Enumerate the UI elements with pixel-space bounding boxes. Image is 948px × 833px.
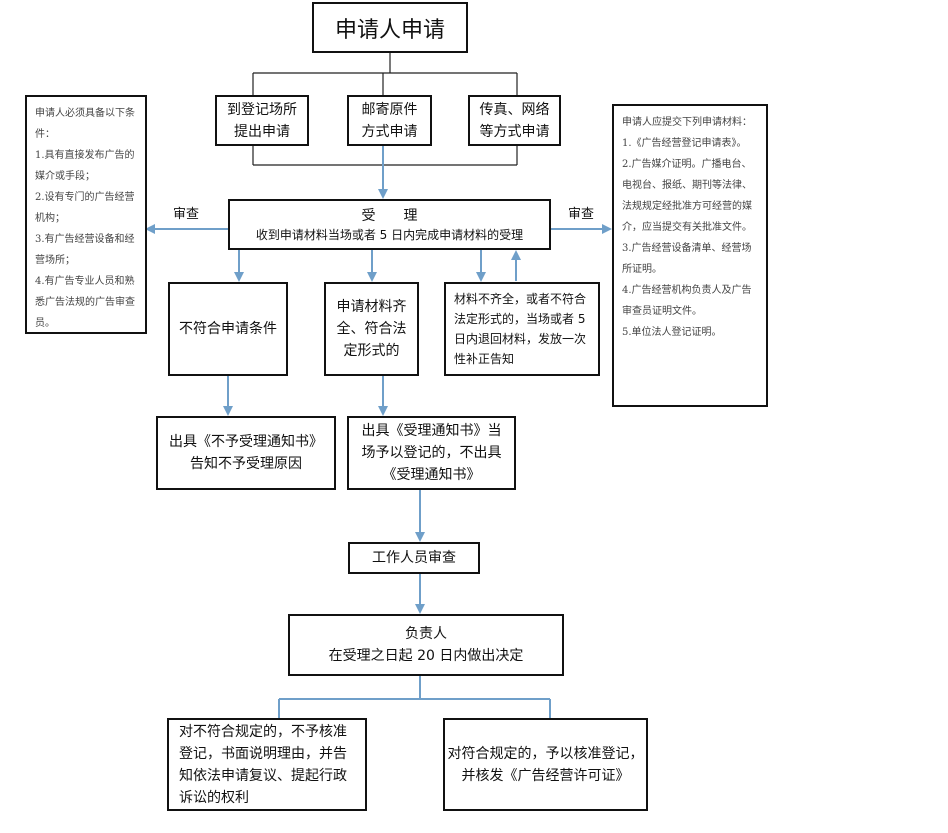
reject-notice-label: 出具《不予受理通知书》 告知不予受理原因 [169, 434, 323, 472]
decision-subtitle: 在受理之日起 20 日内做出决定 [328, 648, 524, 664]
in-person-label: 到登记场所 提出申请 [227, 101, 297, 140]
in-person-box: 到登记场所 提出申请 [215, 95, 309, 146]
applicant-label: 申请人申请 [334, 17, 445, 43]
compliant-box: 对符合规定的，予以核准登记， 并核发《广告经营许可证》 [443, 718, 648, 811]
not-compliant-label: 对不符合规定的，不予核准 登记，书面说明理由，并告 知依法申请复议、提起行政 诉… [179, 723, 347, 806]
right-note-line: 5.单位法人登记证明。 [622, 327, 722, 338]
complete-box: 申请材料齐 全、符合法 定形式的 [324, 282, 419, 376]
staff-review-label: 工作人员审查 [372, 550, 456, 566]
complete-label: 申请材料齐 全、符合法 定形式的 [336, 299, 407, 359]
accept-notice-box: 出具《受理通知书》当 场予以登记的，不出具 《受理通知书》 [347, 416, 516, 490]
accept-title: 受 理 [361, 207, 418, 224]
accept-notice-label: 出具《受理通知书》当 场予以登记的，不出具 《受理通知书》 [361, 423, 502, 483]
black-connectors [252, 53, 518, 166]
decision-box: 负责人 在受理之日起 20 日内做出决定 [288, 614, 564, 676]
right-note-line: 3.广告经营设备清单、经营场所证明。 [622, 243, 752, 275]
staff-review-box: 工作人员审查 [348, 542, 480, 574]
not-qualified-label: 不符合申请条件 [179, 321, 277, 337]
right-materials-note: 申请人应提交下列申请材料： 1.《广告经营登记申请表》。 2.广告媒介证明。广播… [612, 104, 768, 407]
reject-notice-box: 出具《不予受理通知书》 告知不予受理原因 [156, 416, 336, 490]
review-right-label: 审查 [568, 207, 595, 222]
left-note-line: 1.具有直接发布广告的媒介或手段； [35, 150, 135, 182]
not-qualified-box: 不符合申请条件 [168, 282, 288, 376]
left-note-line: 4.有广告专业人员和熟悉广告法规的广告审查员。 [35, 276, 135, 329]
left-requirements-note: 申请人必须具备以下条件： 1.具有直接发布广告的媒介或手段； 2.设有专门的广告… [25, 95, 147, 334]
not-compliant-box: 对不符合规定的，不予核准 登记，书面说明理由，并告 知依法申请复议、提起行政 诉… [167, 718, 367, 811]
by-mail-label: 邮寄原件 方式申请 [361, 101, 418, 140]
blue-arrows [145, 146, 612, 718]
accept-subtitle: 收到申请材料当场或者 5 日内完成申请材料的受理 [255, 227, 524, 242]
incomplete-box: 材料不齐全，或者不符合 法定形式的，当场或者 5 日内退回材料，发放一次 性补正… [444, 282, 600, 376]
accept-box: 受 理 收到申请材料当场或者 5 日内完成申请材料的受理 [228, 199, 551, 250]
by-mail-box: 邮寄原件 方式申请 [347, 95, 432, 146]
right-note-line: 1.《广告经营登记申请表》。 [622, 138, 747, 149]
left-note-line: 2.设有专门的广告经营机构； [35, 192, 135, 224]
by-fax-label: 传真、网络 等方式申请 [479, 101, 550, 140]
right-note-line: 申请人应提交下列申请材料： [622, 117, 752, 128]
decision-title: 负责人 [405, 626, 447, 642]
left-note-line: 申请人必须具备以下条件： [35, 108, 135, 140]
right-note-line: 2.广告媒介证明。广播电台、电视台、报纸、期刊等法律、法规规定经批准方可经营的媒… [622, 159, 752, 233]
left-note-line: 3.有广告经营设备和经营场所； [35, 234, 135, 266]
right-note-line: 4.广告经营机构负责人及广告审查员证明文件。 [622, 285, 752, 317]
by-fax-box: 传真、网络 等方式申请 [468, 95, 561, 146]
compliant-label: 对符合规定的，予以核准登记， 并核发《广告经营许可证》 [447, 745, 644, 784]
review-left-label: 审查 [173, 207, 200, 222]
incomplete-label: 材料不齐全，或者不符合 法定形式的，当场或者 5 日内退回材料，发放一次 性补正… [454, 292, 587, 366]
applicant-box: 申请人申请 [312, 2, 468, 53]
